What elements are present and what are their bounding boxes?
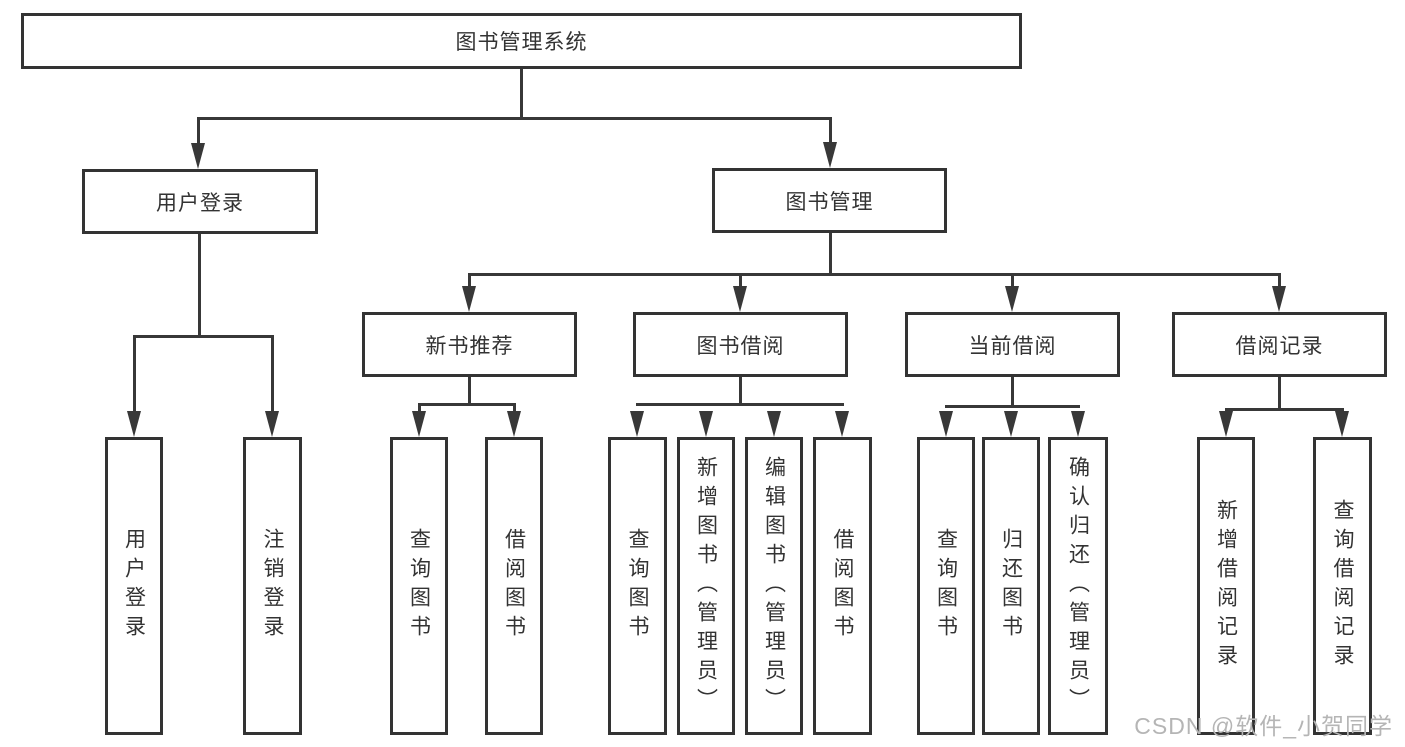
- arrowhead-icon: [733, 286, 747, 312]
- connector-book-borrow-stem: [739, 377, 742, 405]
- node-user-login: 用户登录: [82, 169, 318, 234]
- leaf-current-query: 查询图书: [917, 437, 975, 735]
- arrowhead-icon: [939, 411, 953, 437]
- connector-drop-leaf: [133, 335, 136, 417]
- connector-user-login-stem: [198, 234, 201, 335]
- leaf-current-confirm-admin-label: 确认归还（管理员）: [1066, 455, 1090, 717]
- leaf-current-return-label: 归还图书: [999, 528, 1023, 644]
- leaf-logout-label: 注销登录: [261, 528, 284, 644]
- connector-borrow-records-stem: [1278, 377, 1281, 410]
- leaf-logout: 注销登录: [243, 437, 302, 735]
- node-borrow-records: 借阅记录: [1172, 312, 1387, 377]
- node-book-borrow: 图书借阅: [633, 312, 848, 377]
- connector-drop-leaf: [513, 403, 516, 418]
- arrowhead-icon: [265, 411, 279, 437]
- leaf-records-add-label: 新增借阅记录: [1214, 499, 1238, 673]
- connector-book-management-stem: [829, 233, 832, 273]
- node-root: 图书管理系统: [21, 13, 1022, 69]
- node-new-books-label: 新书推荐: [425, 334, 514, 358]
- connector-borrow-records-rail: [1225, 408, 1344, 411]
- leaf-borrow-query: 查询图书: [608, 437, 667, 735]
- arrowhead-icon: [1004, 411, 1018, 437]
- arrowhead-icon: [412, 411, 426, 437]
- connector-root-stem: [520, 69, 523, 117]
- connector-drop-leaf: [271, 335, 274, 417]
- connector-book-borrow-rail: [636, 403, 844, 406]
- arrowhead-icon: [1335, 411, 1349, 437]
- leaf-newbooks-borrow: 借阅图书: [485, 437, 543, 735]
- connector-drop-leaf: [418, 403, 421, 418]
- leaf-borrow-add-admin-label: 新增图书（管理员）: [694, 455, 718, 717]
- node-current-borrow-label: 当前借阅: [968, 334, 1057, 358]
- leaf-records-add: 新增借阅记录: [1197, 437, 1255, 735]
- leaf-newbooks-query-label: 查询图书: [407, 528, 431, 644]
- csdn-watermark: CSDN @软件_小贺同学: [1134, 713, 1393, 739]
- leaf-current-confirm-admin: 确认归还（管理员）: [1048, 437, 1108, 735]
- node-root-label: 图书管理系统: [455, 31, 588, 54]
- leaf-borrow-edit-admin-label: 编辑图书（管理员）: [762, 455, 786, 717]
- leaf-user-login-label: 用户登录: [122, 528, 146, 644]
- leaf-borrow-add-admin: 新增图书（管理员）: [677, 437, 735, 735]
- arrowhead-icon: [1272, 286, 1286, 312]
- leaf-current-return: 归还图书: [982, 437, 1040, 735]
- connector-drop-user-login: [197, 117, 200, 147]
- connector-drop-book-management: [829, 117, 832, 146]
- connector-book-management-rail: [468, 273, 1281, 276]
- arrowhead-icon: [699, 411, 713, 437]
- connector-current-borrow-rail: [945, 405, 1080, 408]
- leaf-borrow-book-label: 借阅图书: [831, 528, 854, 644]
- connector-drop-book-borrow: [739, 273, 742, 293]
- node-new-books: 新书推荐: [362, 312, 577, 377]
- leaf-borrow-edit-admin: 编辑图书（管理员）: [745, 437, 803, 735]
- arrowhead-icon: [767, 411, 781, 437]
- leaf-newbooks-query: 查询图书: [390, 437, 448, 735]
- leaf-newbooks-borrow-label: 借阅图书: [502, 528, 526, 644]
- arrowhead-icon: [823, 142, 837, 168]
- connector-new-books-rail: [418, 403, 516, 406]
- node-borrow-records-label: 借阅记录: [1235, 334, 1324, 358]
- connector-root-rail: [197, 117, 832, 120]
- arrowhead-icon: [1071, 411, 1085, 437]
- leaf-records-query-label: 查询借阅记录: [1331, 499, 1354, 673]
- connector-drop-borrow-records: [1278, 273, 1281, 293]
- node-book-management-label: 图书管理: [785, 190, 874, 214]
- leaf-records-query: 查询借阅记录: [1313, 437, 1372, 735]
- arrowhead-icon: [127, 411, 141, 437]
- arrowhead-icon: [507, 411, 521, 437]
- leaf-borrow-query-label: 查询图书: [626, 528, 649, 644]
- connector-user-login-rail: [133, 335, 274, 338]
- node-book-borrow-label: 图书借阅: [696, 334, 785, 358]
- arrowhead-icon: [835, 411, 849, 437]
- node-current-borrow: 当前借阅: [905, 312, 1120, 377]
- leaf-current-query-label: 查询图书: [934, 528, 958, 644]
- arrowhead-icon: [191, 143, 205, 169]
- arrowhead-icon: [1005, 286, 1019, 312]
- arrowhead-icon: [630, 411, 644, 437]
- connector-new-books-stem: [468, 377, 471, 405]
- leaf-user-login: 用户登录: [105, 437, 163, 735]
- leaf-borrow-book: 借阅图书: [813, 437, 872, 735]
- connector-drop-current-borrow: [1011, 273, 1014, 293]
- connector-drop-new-books: [468, 273, 471, 293]
- node-user-login-label: 用户登录: [156, 191, 244, 215]
- arrowhead-icon: [462, 286, 476, 312]
- connector-current-borrow-stem: [1011, 377, 1014, 407]
- node-book-management: 图书管理: [712, 168, 947, 233]
- arrowhead-icon: [1219, 411, 1233, 437]
